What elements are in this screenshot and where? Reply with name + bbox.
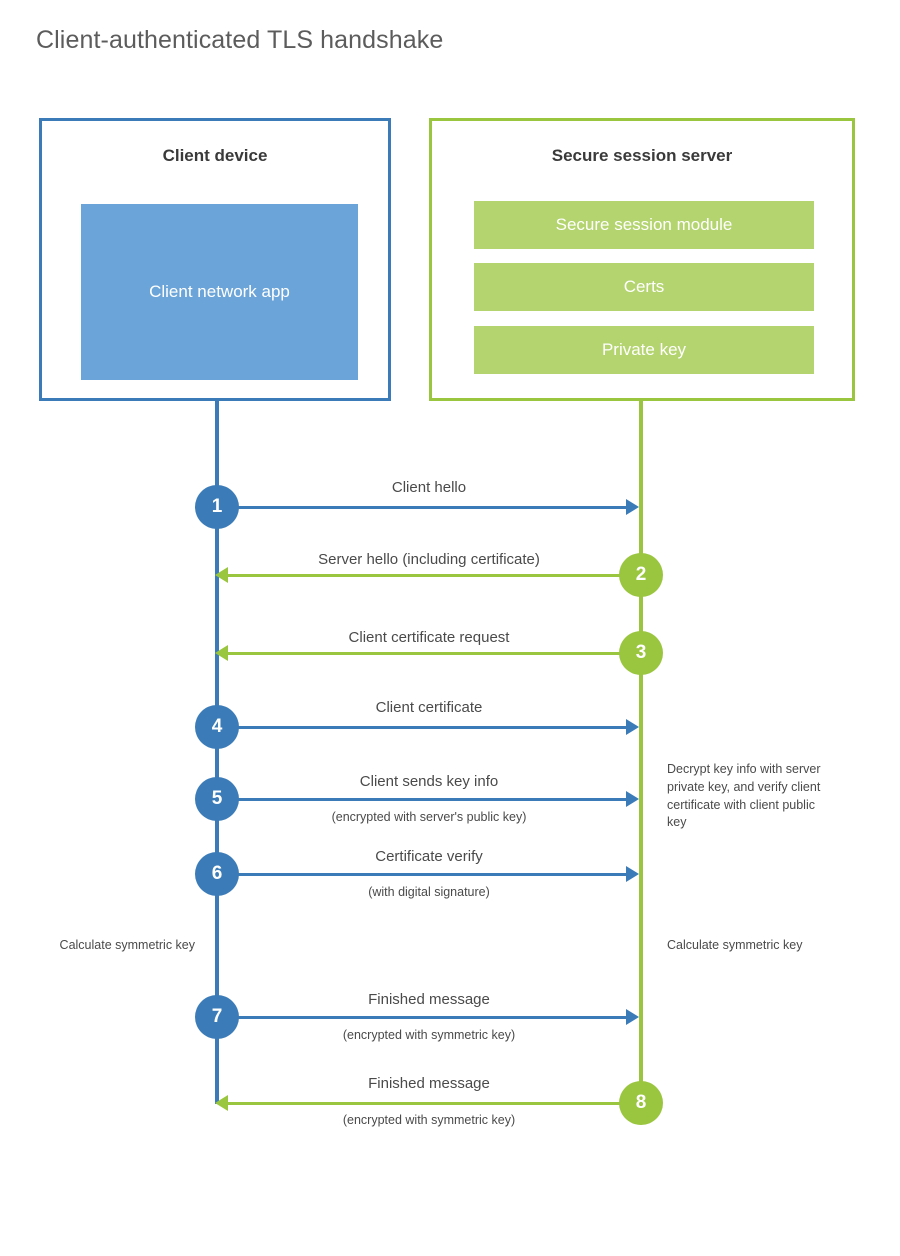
step-4-label: Client certificate [375, 699, 483, 716]
step-7-arrow-head-icon [626, 1009, 639, 1025]
step-8-arrow-line [228, 1102, 641, 1105]
server-component-private-key: Private key [474, 326, 814, 374]
secure-session-server-box: Secure session server Secure session mod… [429, 118, 855, 401]
step-8-sublabel: (encrypted with symmetric key) [342, 1113, 516, 1127]
step-4-arrow-line [217, 726, 628, 729]
step-5-label: Client sends key info [359, 773, 499, 790]
step-1-badge: 1 [195, 485, 239, 529]
step-1-label: Client hello [391, 479, 467, 496]
step-2-label: Server hello (including certificate) [318, 551, 540, 568]
step-7-badge: 7 [195, 995, 239, 1039]
step-3-label: Client certificate request [348, 629, 510, 646]
client-network-app-block: Client network app [81, 204, 358, 380]
step-6-sublabel: (with digital signature) [368, 885, 490, 899]
client-device-title: Client device [162, 146, 268, 165]
step-1-arrow-line [217, 506, 628, 509]
step-3-arrow-line [228, 652, 641, 655]
step-5-badge: 5 [195, 777, 239, 821]
step-2-arrow-line [228, 574, 641, 577]
step-8-arrow-head-icon [215, 1095, 228, 1111]
step-1-arrow-head-icon [626, 499, 639, 515]
step-4-arrow-head-icon [626, 719, 639, 735]
secure-session-server-title: Secure session server [551, 146, 733, 165]
step-5-arrow-line [217, 798, 628, 801]
step-7-arrow-line [217, 1016, 628, 1019]
client-lifeline [215, 401, 219, 1104]
step-8-badge: 8 [619, 1081, 663, 1125]
server-component-secure-session-module: Secure session module [474, 201, 814, 249]
step-6-label: Certificate verify [375, 848, 483, 865]
step-3-arrow-head-icon [215, 645, 228, 661]
step-2-arrow-head-icon [215, 567, 228, 583]
step-7-label: Finished message [368, 991, 490, 1008]
client-calculate-symmetric-key-annotation: Calculate symmetric key [59, 938, 195, 952]
step-7-sublabel: (encrypted with symmetric key) [342, 1028, 516, 1042]
step-6-arrow-head-icon [626, 866, 639, 882]
page-title: Client-authenticated TLS handshake [36, 26, 444, 54]
step-6-badge: 6 [195, 852, 239, 896]
step-4-badge: 4 [195, 705, 239, 749]
step-5-arrow-head-icon [626, 791, 639, 807]
step-3-badge: 3 [619, 631, 663, 675]
step-8-label: Finished message [368, 1075, 490, 1092]
server-lifeline [639, 401, 643, 1104]
server-decrypt-annotation: Decrypt key info with server private key… [667, 762, 821, 830]
server-component-certs: Certs [474, 263, 814, 311]
step-6-arrow-line [217, 873, 628, 876]
server-calculate-symmetric-key-annotation: Calculate symmetric key [667, 938, 803, 952]
step-2-badge: 2 [619, 553, 663, 597]
client-device-box: Client device Client network app [39, 118, 391, 401]
step-5-sublabel: (encrypted with server's public key) [331, 810, 527, 824]
